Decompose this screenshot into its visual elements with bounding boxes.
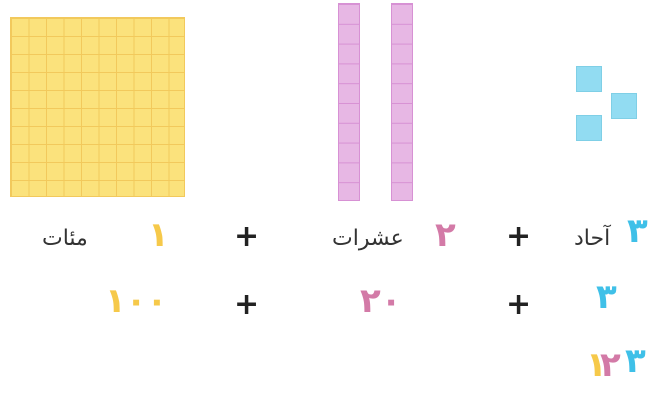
hundreds-digit: ١ xyxy=(148,218,169,252)
hundreds-value: ١٠٠ xyxy=(105,284,167,318)
tens-value: ٢٠ xyxy=(360,284,402,318)
hundred-flat-block xyxy=(10,17,185,197)
ten-rod-block xyxy=(391,3,413,201)
ones-label: آحاد xyxy=(574,226,610,251)
plus-sign: + xyxy=(234,290,259,320)
ten-rod-block xyxy=(338,3,360,201)
tens-label: عشرات xyxy=(332,226,404,251)
number-ones-digit: ٣ xyxy=(625,344,646,378)
plus-sign: + xyxy=(506,222,531,252)
ones-value: ٣ xyxy=(596,280,617,314)
ones-digit: ٣ xyxy=(627,214,648,248)
plus-sign: + xyxy=(234,222,259,252)
tens-digit: ٢ xyxy=(435,218,456,252)
unit-cube-block xyxy=(576,115,602,141)
unit-cube-block xyxy=(611,93,637,119)
unit-cube-block xyxy=(576,66,602,92)
plus-sign: + xyxy=(506,290,531,320)
number-tens-digit: ٢ xyxy=(600,348,621,382)
hundreds-label: مئات xyxy=(42,226,88,251)
